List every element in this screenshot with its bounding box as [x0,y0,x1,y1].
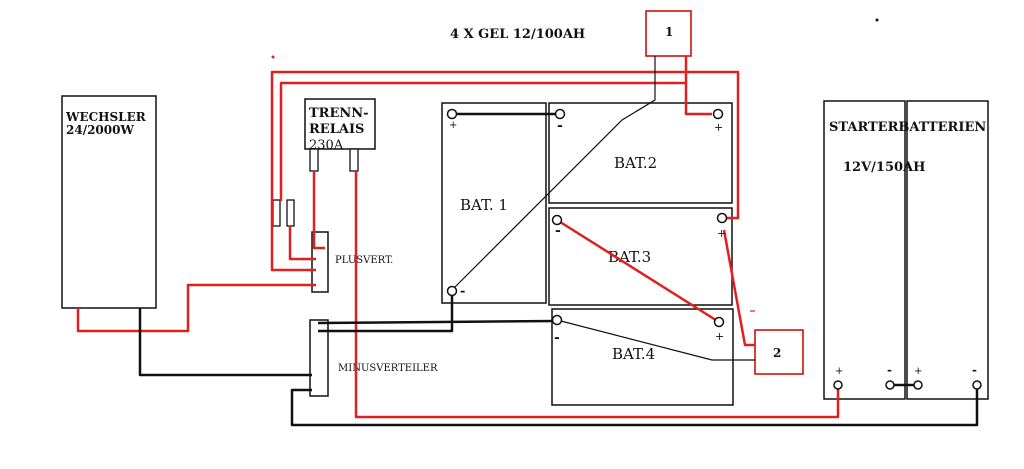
wire-relay-to-starter [354,171,840,419]
bat4-plus-terminal [713,316,725,328]
wire-relay-to-plus [312,171,325,250]
starter2-minus-terminal [972,380,982,390]
bat3-minus-sign: - [555,223,561,239]
starter1-plus-terminal [833,380,843,390]
wire-fuse2-to-plus [288,226,316,261]
starter-label-2: 12V/150AH [843,160,925,175]
thin-wires [451,56,755,361]
bat4-label: BAT.4 [612,345,655,363]
wire-fuse-to-plus [270,230,316,272]
bat1-plus-sign: + [449,120,457,131]
terminals [446,108,982,390]
marker-1-box [645,10,692,57]
plusverteiler-box [311,231,329,293]
starter1-minus-sign: - [887,363,892,377]
bat4-minus-terminal [551,314,563,326]
bat4-minus-sign: - [554,330,560,346]
bat1-label: BAT. 1 [460,196,508,214]
wire-bat3-to-marker2 [722,229,755,347]
wechsler-label-1: WECHSLER [65,110,147,124]
bat4-box [551,308,734,406]
bat2-plus-terminal [712,108,724,120]
positive-wires [76,56,840,419]
bat3-plus-terminal [716,212,728,224]
bat1-top-terminal [446,108,458,120]
marker-2-label: 2 [773,346,781,360]
fuse-right [286,199,295,227]
wire-inverter-plus [76,283,316,333]
fuse-left [272,199,281,227]
bat2-label: BAT.2 [614,154,657,172]
plusverteiler-label: PLUSVERT. [335,255,393,266]
trennrelais-box [304,98,376,150]
bat2-minus-terminal [554,108,566,120]
bat4-plus-sign: + [715,330,724,343]
wire-bat4-to-marker2 [556,319,713,361]
relay-terminal-left [309,148,319,172]
starter1-plus-sign: + [835,366,843,377]
wechsler-box [61,95,157,309]
relay-terminal-right [349,148,359,172]
bat3-plus-sign: + [717,227,726,240]
minusverteiler-label: MINUSVERTEILER [338,363,438,374]
wechsler-label-2: 24/2000W [66,123,134,137]
marker-1-label: 1 [665,25,673,39]
wire-bat3-bat4 [556,218,720,324]
trennrelais-label-2: RELAIS [309,122,364,137]
wire-top-inner [279,81,712,201]
marker-2-box [754,329,804,375]
wire-inverter-minus [138,308,312,377]
trennrelais-label-1: TRENN- [309,106,369,121]
bat3-minus-terminal [551,214,563,226]
wire-minus-to-starter [290,385,979,427]
stray-dot-red [271,55,275,59]
bat2-plus-sign: + [714,121,723,134]
starter-box-2 [906,100,989,400]
terminal-symbols: + - - + - + - + + - + - [449,118,977,377]
minusverteiler-box [309,319,329,397]
starter2-plus-sign: + [914,366,922,377]
starter-box-1 [823,100,906,400]
bat1-minus-sign: - [460,284,465,299]
bat3-label: BAT.3 [608,248,651,266]
starter1-minus-terminal [885,380,895,390]
bat1-bottom-terminal [446,285,458,297]
bat1-box [441,102,547,304]
bat2-minus-sign: - [557,118,563,134]
starter-label-1: STARTERBATTERIEN [829,120,986,135]
starter2-minus-sign: - [972,363,977,377]
wire-marker1-to-bat1 [451,56,656,291]
bat2-box [548,102,733,204]
starter2-plus-terminal [913,380,923,390]
wire-top-outer [270,70,740,230]
stray-dot-black [875,18,879,22]
bat3-box [548,207,733,306]
wire-minus-bat1 [318,291,454,333]
wire-minus-bat4 [317,319,556,325]
diagram-title: 4 X GEL 12/100AH [450,27,585,42]
